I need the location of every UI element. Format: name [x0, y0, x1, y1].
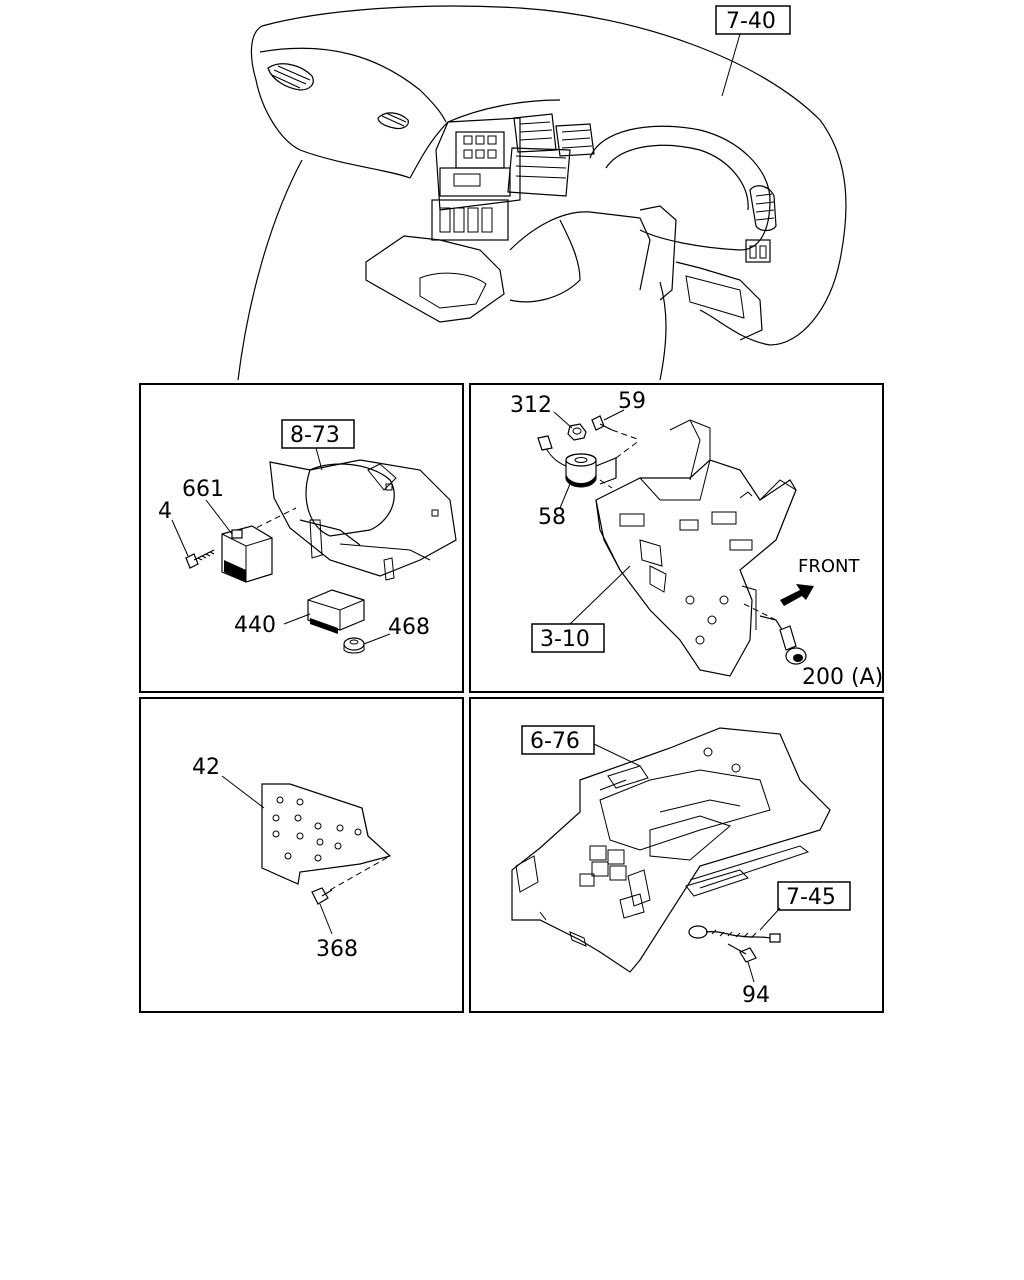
- panel-lower-left: [139, 697, 464, 1013]
- callout-661: 661: [182, 477, 224, 502]
- relay-661: [221, 525, 273, 583]
- bracket-42: [261, 783, 392, 891]
- callout-4: 4: [158, 499, 172, 524]
- ref-8-73: 8-73: [290, 423, 340, 448]
- callout-58: 58: [538, 505, 566, 530]
- panel-lower-right: [469, 697, 884, 1013]
- callout-312: 312: [510, 393, 552, 418]
- callout-94: 94: [742, 983, 770, 1008]
- panel-upper-left: [139, 383, 464, 693]
- ref-box-3-10: [531, 623, 605, 653]
- dashboard-illustration: [237, 5, 847, 381]
- front-label: FRONT: [798, 556, 860, 577]
- harness-7-45: [688, 925, 781, 943]
- ref-box-7-40: [715, 5, 791, 35]
- nut-468: [343, 637, 365, 654]
- module-440: [307, 589, 365, 634]
- front-arrow-icon: [780, 584, 814, 606]
- callout-42: 42: [192, 755, 220, 780]
- cross-member-3-10: [595, 419, 797, 677]
- ref-box-8-73: [281, 419, 355, 449]
- ref-3-10: 3-10: [540, 627, 590, 652]
- sensor-58: [537, 435, 641, 489]
- panel-upper-right: [469, 383, 884, 693]
- callout-59: 59: [618, 389, 646, 414]
- nut-312: [567, 423, 587, 441]
- bracket-assembly-ul: [247, 459, 457, 581]
- ref-box-7-45: [777, 881, 851, 911]
- callout-200a: 200 (A): [802, 665, 883, 690]
- bolt-59: [591, 415, 641, 441]
- screw-4: [185, 549, 215, 569]
- callout-440: 440: [234, 613, 276, 638]
- console-assembly: [511, 727, 831, 973]
- horn-200a: [743, 603, 807, 665]
- ref-7-45: 7-45: [786, 885, 836, 910]
- callout-468: 468: [388, 615, 430, 640]
- bolt-94: [727, 943, 757, 963]
- ref-7-40: 7-40: [726, 9, 776, 34]
- ref-box-6-76: [521, 725, 595, 755]
- ref-6-76: 6-76: [530, 729, 580, 754]
- screw-368: [311, 887, 333, 905]
- callout-368: 368: [316, 937, 358, 962]
